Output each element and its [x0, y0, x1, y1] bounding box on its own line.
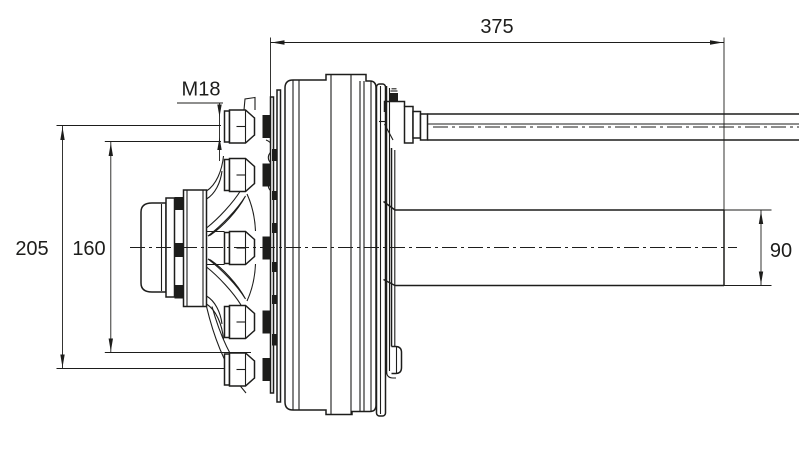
- dimension-hub-inner: 160: [72, 141, 251, 353]
- dimension-beam-height: 90: [724, 209, 792, 286]
- dim-arrow-down: [60, 354, 65, 368]
- dim-label-205: 205: [15, 238, 48, 260]
- dim-arrow-down: [108, 338, 113, 352]
- brake-drum: [284, 73, 387, 417]
- dim-arrow-up: [108, 143, 113, 156]
- dim-arrow-up: [758, 211, 764, 224]
- hub-casting-ribs: [205, 96, 257, 394]
- beam-weld-bottom: [383, 278, 396, 287]
- beam-weld-top: [383, 200, 396, 211]
- camshaft-tube: [427, 113, 799, 141]
- grease-nipple: [390, 88, 398, 102]
- dim-label-90: 90: [770, 240, 792, 262]
- hub-flange: [174, 189, 208, 308]
- wheel-nut-4: [223, 304, 271, 340]
- wheel-nut-1: [223, 109, 271, 144]
- cam-bracket-gusset: [384, 123, 394, 141]
- wheel-stud-nuts: [223, 109, 274, 387]
- wheel-nut-2: [223, 157, 271, 193]
- dim-label-160: 160: [72, 238, 105, 260]
- wheel-nut-5: [223, 352, 271, 387]
- drum-mounting-face: [269, 89, 282, 403]
- dimension-stud-thread: M18: [177, 79, 223, 161]
- wheel-nut-3: [223, 230, 271, 266]
- dim-label-375: 375: [480, 16, 513, 38]
- dimension-stud-circle: 205: [15, 125, 224, 369]
- dim-arrow-left: [271, 40, 285, 45]
- dim-arrow-down: [758, 271, 764, 285]
- dim-arrow-down: [217, 104, 222, 117]
- dim-arrow-up: [217, 137, 222, 150]
- dim-arrow-up: [60, 127, 65, 140]
- dimension-overall-length: 375: [270, 16, 725, 210]
- camshaft-collars: [403, 105, 429, 144]
- cam-bracket: [383, 100, 406, 112]
- dim-label-m18: M18: [182, 79, 221, 101]
- dim-arrow-right: [710, 40, 723, 45]
